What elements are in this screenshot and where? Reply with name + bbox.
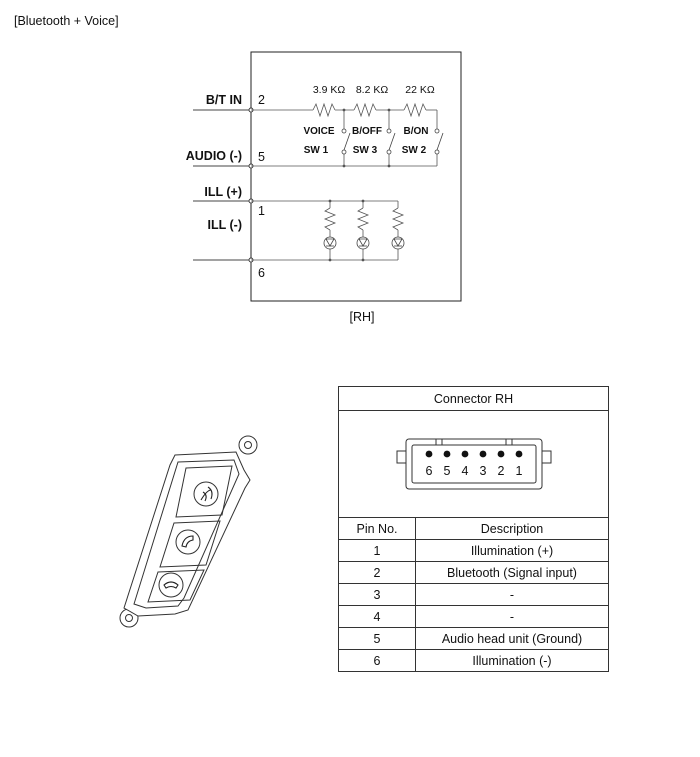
label-ill-plus: ILL (+) (204, 185, 242, 199)
pin-cell: 1 (338, 539, 416, 562)
pin-number-5: 5 (258, 150, 265, 164)
ill-resistor-2 (356, 207, 370, 231)
switch-id-sw3: SW 3 (353, 145, 378, 156)
connector-face-drawing: 6 5 4 3 2 1 (396, 438, 551, 490)
switch-sw2 (436, 132, 444, 151)
switch-name-voice: VOICE (303, 126, 334, 137)
label-bt-in: B/T IN (206, 93, 242, 107)
description-cell: Illumination (+) (415, 539, 609, 562)
connector-pin-label-4: 4 (461, 464, 468, 478)
switch-id-sw2: SW 2 (402, 145, 427, 156)
pin-cell: 6 (338, 649, 416, 672)
pin-number-6: 6 (258, 266, 265, 280)
connector-title: Connector RH (338, 386, 609, 411)
connector-table: Connector RH (338, 386, 609, 672)
ill-resistor-3 (391, 207, 405, 231)
table-row: 6 Illumination (-) (338, 649, 609, 672)
pin-cell: 2 (338, 561, 416, 584)
label-audio: AUDIO (-) (186, 149, 242, 163)
connector-pin-label-2: 2 (497, 464, 504, 478)
led-2 (356, 236, 370, 250)
resistor-value-3: 22 KΩ (405, 84, 435, 96)
switch-id-sw1: SW 1 (304, 145, 329, 156)
component-box (250, 51, 462, 302)
header-pin-no: Pin No. (338, 517, 416, 540)
description-cell: - (415, 583, 609, 606)
connector-pin-label-1: 1 (515, 464, 522, 478)
phone-hangup-icon (158, 572, 184, 598)
ill-resistor-1 (323, 207, 337, 231)
resistor-value-1: 3.9 KΩ (313, 84, 346, 96)
switch-sw1 (343, 132, 351, 151)
resistor-2 (353, 102, 377, 118)
header-description: Description (415, 517, 609, 540)
table-row: 3 - (338, 583, 609, 606)
connector-pin-label-5: 5 (443, 464, 450, 478)
description-cell: Bluetooth (Signal input) (415, 561, 609, 584)
switch-name-boff: B/OFF (352, 126, 382, 137)
resistor-3 (403, 102, 427, 118)
pin-number-1: 1 (258, 204, 265, 218)
resistor-1 (312, 102, 336, 118)
description-cell: Audio head unit (Ground) (415, 627, 609, 650)
description-cell: - (415, 605, 609, 628)
table-row: 4 - (338, 605, 609, 628)
table-row: 5 Audio head unit (Ground) (338, 627, 609, 650)
diagram-caption: [RH] (350, 310, 375, 324)
pin-cell: 5 (338, 627, 416, 650)
led-1 (323, 236, 337, 250)
label-ill-minus: ILL (-) (208, 218, 242, 232)
switch-sw3 (388, 132, 396, 151)
table-row: 2 Bluetooth (Signal input) (338, 561, 609, 584)
pin-cell: 4 (338, 605, 416, 628)
table-row: 1 Illumination (+) (338, 539, 609, 562)
connector-pin-label-3: 3 (479, 464, 486, 478)
led-3 (391, 236, 405, 250)
switch-name-bon: B/ON (404, 126, 429, 137)
description-cell: Illumination (-) (415, 649, 609, 672)
pin-cell: 3 (338, 583, 416, 606)
section-title: [Bluetooth + Voice] (14, 14, 119, 28)
pin-number-2: 2 (258, 93, 265, 107)
connector-picture-cell: 6 5 4 3 2 1 (338, 410, 609, 518)
connector-pin-label-6: 6 (425, 464, 432, 478)
resistor-value-2: 8.2 KΩ (356, 84, 389, 96)
voice-icon (193, 481, 219, 507)
